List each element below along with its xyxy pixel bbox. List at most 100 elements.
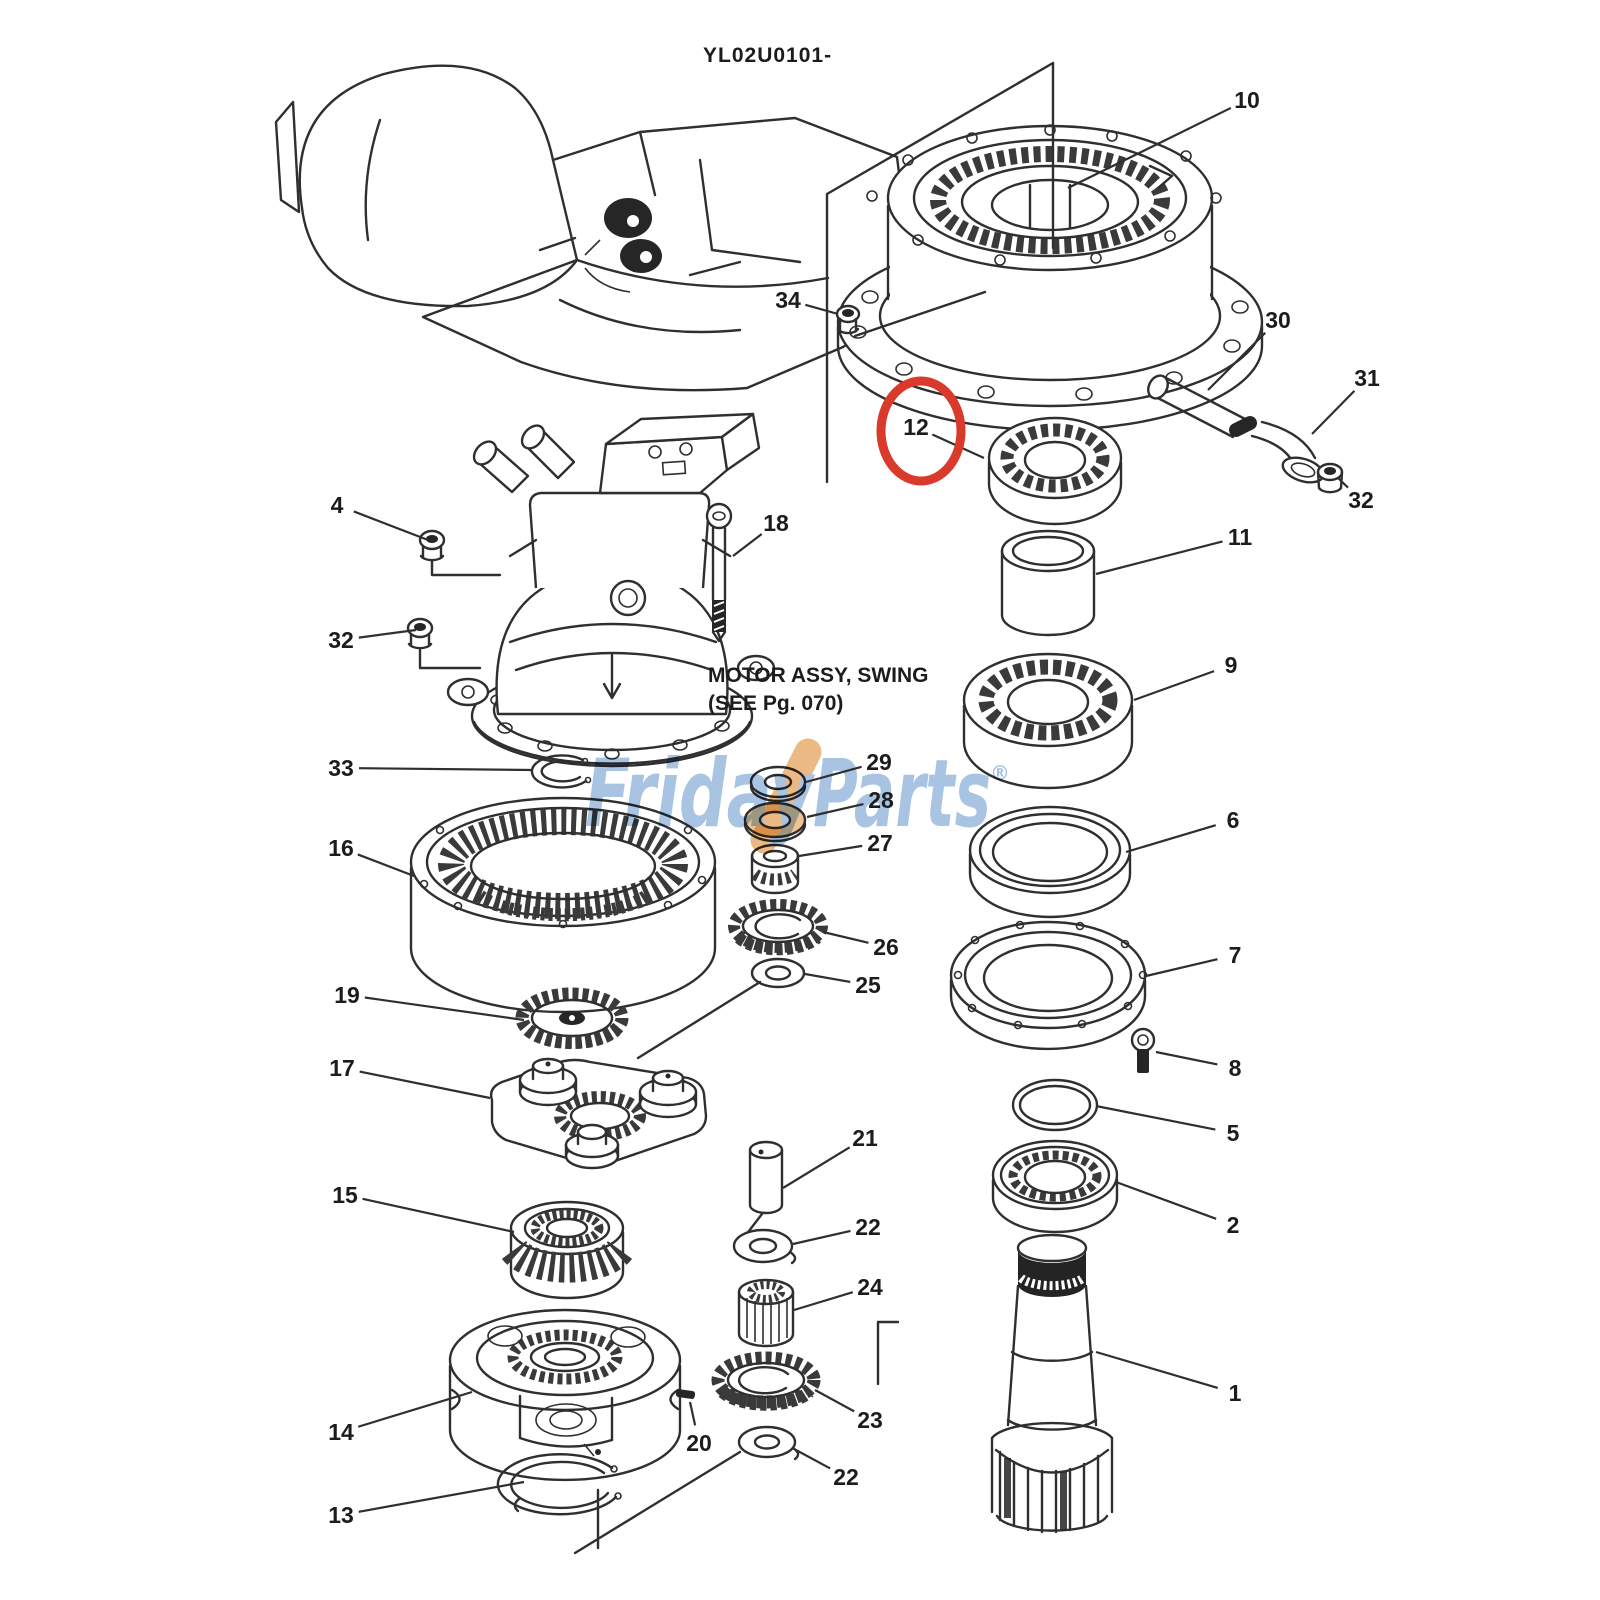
part-callout-34: 34 bbox=[775, 287, 801, 313]
motor-note-line2: (SEE Pg. 070) bbox=[708, 692, 843, 715]
oring-5-drawing bbox=[1011, 1078, 1099, 1132]
leader-line-8 bbox=[1155, 1050, 1218, 1066]
leader-line-9 bbox=[1133, 670, 1215, 702]
shaft-1-drawing bbox=[990, 1233, 1114, 1534]
motor-note-line1: MOTOR ASSY, SWING bbox=[708, 664, 929, 687]
gear-23-drawing bbox=[711, 1320, 900, 1411]
part-callout-11: 11 bbox=[1228, 524, 1253, 550]
seal-6-drawing bbox=[968, 805, 1132, 919]
part-callout-8: 8 bbox=[1229, 1055, 1242, 1081]
leader-line-16 bbox=[357, 853, 415, 878]
snap-ring-33-drawing bbox=[530, 754, 592, 789]
leader-line-23 bbox=[814, 1389, 855, 1413]
part-callout-2: 2 bbox=[1227, 1212, 1240, 1238]
part-callout-32: 32 bbox=[328, 627, 354, 653]
part-callout-22: 22 bbox=[833, 1464, 859, 1490]
leader-line-20 bbox=[688, 1401, 697, 1426]
leader-line-25 bbox=[804, 972, 851, 983]
bolt-18-drawing bbox=[705, 502, 733, 643]
machine-locator-drawing bbox=[274, 64, 911, 392]
washer-22a-drawing bbox=[732, 1228, 797, 1265]
leader-line-7 bbox=[1145, 958, 1218, 978]
leader-line-29 bbox=[805, 765, 862, 784]
part-callout-16: 16 bbox=[328, 835, 354, 861]
leader-line-22 bbox=[792, 1229, 851, 1246]
leader-line-31 bbox=[1311, 390, 1356, 435]
gear-26-drawing bbox=[728, 899, 828, 956]
part-callout-26: 26 bbox=[873, 934, 899, 960]
leader-line-4 bbox=[353, 510, 429, 542]
bearing-12-drawing bbox=[987, 416, 1123, 526]
part-callout-29: 29 bbox=[866, 749, 892, 775]
leader-line-6 bbox=[1125, 824, 1217, 854]
leader-line-17 bbox=[359, 1070, 491, 1100]
part-callout-32: 32 bbox=[1348, 487, 1374, 513]
pin-20-drawing bbox=[675, 1389, 696, 1399]
ring-gear-16-drawing bbox=[409, 796, 717, 1014]
part-callout-13: 13 bbox=[328, 1502, 354, 1528]
cap-32-drawing bbox=[1316, 462, 1344, 494]
leader-line-1 bbox=[1095, 1350, 1219, 1389]
part-callout-24: 24 bbox=[857, 1274, 883, 1300]
ring-plate-7-drawing bbox=[949, 920, 1148, 1051]
highlight-circle bbox=[876, 376, 966, 486]
leader-line-22 bbox=[795, 1449, 831, 1470]
part-callout-31: 31 bbox=[1354, 365, 1380, 391]
leader-line-15 bbox=[362, 1197, 515, 1234]
bearing-9-drawing bbox=[962, 652, 1134, 790]
part-callout-20: 20 bbox=[686, 1430, 712, 1456]
watermark: Friday Parts ® bbox=[585, 738, 1010, 854]
part-callout-30: 30 bbox=[1265, 307, 1291, 333]
part-callout-33: 33 bbox=[328, 755, 354, 781]
part-callout-10: 10 bbox=[1234, 87, 1260, 113]
bushing-11-drawing bbox=[1000, 529, 1096, 637]
leader-line-21 bbox=[782, 1146, 851, 1189]
leader-line-11 bbox=[1095, 540, 1223, 576]
watermark-registered-mark: ® bbox=[990, 761, 1010, 785]
leader-line-33 bbox=[358, 767, 533, 772]
leader-line-13 bbox=[358, 1480, 525, 1513]
leader-line-32 bbox=[1337, 477, 1349, 489]
part-callout-19: 19 bbox=[334, 982, 360, 1008]
drawing-code: YL02U0101- bbox=[703, 44, 832, 67]
swing-motor-drawing bbox=[446, 412, 776, 768]
part-callout-21: 21 bbox=[852, 1125, 878, 1151]
plug-32-left-drawing bbox=[406, 617, 482, 670]
part-callout-6: 6 bbox=[1227, 807, 1240, 833]
leader-line-19 bbox=[364, 996, 525, 1022]
part-callout-17: 17 bbox=[329, 1055, 355, 1081]
carrier-housing-14-drawing bbox=[448, 1308, 682, 1482]
leader-line-10 bbox=[1067, 106, 1232, 189]
needle-bearing-24-drawing bbox=[737, 1278, 795, 1348]
leader-line-5 bbox=[1095, 1104, 1216, 1131]
washer-25-drawing bbox=[636, 957, 806, 1060]
part-callout-15: 15 bbox=[332, 1182, 358, 1208]
part-callout-4: 4 bbox=[331, 492, 344, 518]
part-callout-28: 28 bbox=[868, 787, 894, 813]
pipe-30-drawing bbox=[1147, 374, 1257, 439]
plug-4-drawing bbox=[418, 529, 502, 577]
part-callout-25: 25 bbox=[855, 972, 881, 998]
housing-10-drawing bbox=[825, 61, 1264, 484]
leader-line-24 bbox=[793, 1291, 854, 1312]
plug-34-drawing bbox=[835, 290, 987, 338]
callout-layer: 1034303132121196785214183233162928272625… bbox=[328, 87, 1380, 1528]
leader-line-26 bbox=[822, 930, 869, 944]
leader-line-18 bbox=[732, 533, 763, 557]
part-callout-23: 23 bbox=[857, 1407, 883, 1433]
leader-line-34 bbox=[805, 303, 839, 316]
leader-line-28 bbox=[806, 802, 864, 819]
leader-line-27 bbox=[798, 844, 863, 858]
part-callout-1: 1 bbox=[1229, 1380, 1242, 1406]
leader-line-14 bbox=[357, 1390, 473, 1428]
watermark-parts: Parts bbox=[813, 740, 991, 849]
part-callout-22: 22 bbox=[855, 1214, 881, 1240]
leader-line-30 bbox=[1207, 331, 1267, 391]
leader-line-32 bbox=[358, 628, 417, 639]
pin-21-drawing bbox=[740, 1140, 784, 1242]
watermark-check-icon bbox=[750, 738, 822, 854]
part-callout-14: 14 bbox=[328, 1419, 354, 1445]
part-callout-12: 12 bbox=[903, 414, 929, 440]
